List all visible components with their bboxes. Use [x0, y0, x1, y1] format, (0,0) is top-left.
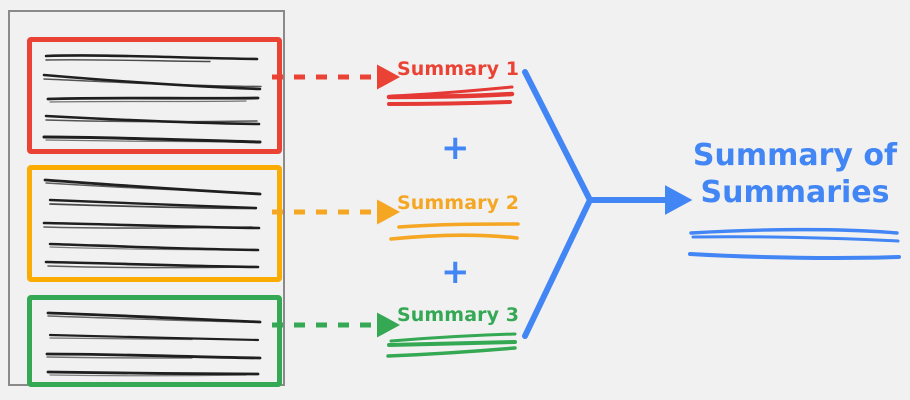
document-chunk-1[interactable]	[27, 37, 282, 154]
summary-of-summaries-line-1: Summary of	[692, 138, 898, 173]
result-squiggle	[688, 227, 901, 260]
merge-connector	[522, 69, 693, 339]
summary-3-squiggle	[386, 332, 517, 358]
source-document	[8, 10, 285, 387]
chunk-1-text-lines	[42, 54, 262, 144]
summary-1-label: Summary 1	[397, 58, 520, 80]
chunk-2-text-lines	[42, 178, 262, 269]
document-chunk-3[interactable]	[27, 295, 282, 387]
summary-3-label: Summary 3	[397, 304, 520, 326]
summary-1-squiggle	[386, 85, 515, 106]
document-chunk-2[interactable]	[27, 165, 282, 282]
plus-operator-2: +	[441, 252, 470, 292]
summary-2-squiggle	[389, 222, 520, 241]
plus-operator-1: +	[441, 128, 470, 168]
summary-of-summaries-title: Summary of Summaries	[690, 138, 900, 211]
summary-of-summaries-line-2: Summaries	[700, 174, 890, 210]
chunk-3-text-lines	[45, 311, 262, 377]
summary-2-label: Summary 2	[397, 192, 520, 214]
